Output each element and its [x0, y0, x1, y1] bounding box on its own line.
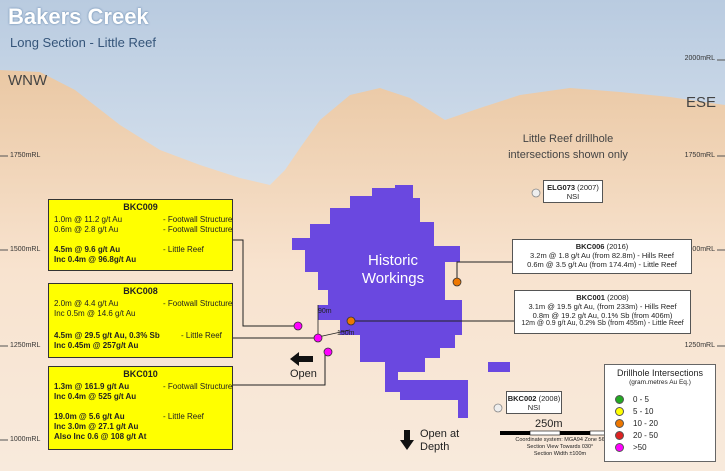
bkc009-row-1-desc: - Footwall Structure — [163, 215, 233, 224]
workings-fragment — [292, 238, 308, 246]
bkc010-row-3-desc: - Little Reef — [163, 412, 204, 421]
bkc008-row-1-desc: - Footwall Structure — [163, 299, 233, 308]
intersection-note: Little Reef drillhole intersections show… — [508, 133, 628, 161]
coordinate-info: Coordinate system: MGA94 Zone 56 Section… — [515, 437, 605, 457]
bkc002-box: BKC002 (2008) NSI — [506, 391, 562, 414]
drillhole-marker-bkc006 — [452, 277, 462, 287]
legend-swatch-5-10 — [615, 407, 624, 416]
bkc008-row-1: 2.0m @ 4.4 g/t Au — [54, 299, 119, 308]
scale-label: 250m — [535, 418, 563, 430]
bkc008-row-3-desc: - Little Reef — [181, 331, 222, 340]
elg073-box: ELG073 (2007) NSI — [543, 180, 603, 203]
drillhole-marker-bkc002 — [493, 403, 503, 413]
bkc009-row-2-desc: - Footwall Structure — [163, 225, 233, 234]
leader-bkc009 — [233, 239, 298, 327]
legend-swatch-10-20 — [615, 419, 624, 428]
bkc009-row-3-desc: - Little Reef — [163, 245, 204, 254]
direction-east: ESE — [686, 94, 717, 111]
legend-box: Drillhole Intersections (gram.metres Au … — [604, 364, 716, 462]
bkc010-row-1-desc: - Footwall Structure — [163, 382, 233, 391]
legend-label-gt50: >50 — [633, 443, 647, 452]
legend-label-20-50: 20 - 50 — [633, 431, 658, 440]
open-west-label: Open — [290, 368, 317, 380]
drillhole-marker-bkc010 — [323, 347, 333, 357]
rl-label-1000: 1000mRL — [10, 436, 41, 443]
scale-bar-segment — [500, 431, 530, 435]
workings-fragment-2 — [488, 362, 510, 372]
rl-label-1750-right: 1750mRL — [684, 152, 715, 159]
page-title: Bakers Creek — [8, 4, 149, 29]
rl-label-2000: 2000mRL — [684, 55, 715, 62]
legend-swatch-gt50 — [615, 443, 624, 452]
distance-150m-line — [317, 329, 351, 338]
bkc008-row-3: 4.5m @ 29.5 g/t Au, 0.3% Sb — [54, 331, 160, 340]
bkc006-box: BKC006 (2016) 3.2m @ 1.8 g/t Au (from 82… — [512, 239, 692, 274]
bkc009-results-box: BKC009 1.0m @ 11.2 g/t Au - Footwall Str… — [48, 199, 233, 271]
bkc010-row-2: Inc 0.4m @ 525 g/t Au — [54, 392, 137, 401]
open-west-arrow-icon — [290, 352, 313, 366]
bkc010-title: BKC010 — [123, 369, 158, 379]
historic-workings-label: Historic Workings — [361, 252, 425, 287]
bkc010-results-box: BKC010 1.3m @ 161.9 g/t Au - Footwall St… — [48, 366, 233, 450]
distance-150m-label: 150m — [337, 330, 355, 337]
drillhole-marker-bkc001 — [346, 316, 356, 326]
direction-west: WNW — [8, 72, 48, 89]
bkc009-row-2: 0.6m @ 2.8 g/t Au — [54, 225, 119, 234]
bkc010-row-3: 19.0m @ 5.6 g/t Au — [54, 412, 125, 421]
bkc009-row-3: 4.5m @ 9.6 g/t Au — [54, 245, 121, 254]
bkc009-title: BKC009 — [123, 202, 158, 212]
bkc009-row-4: Inc 0.4m @ 96.8g/t Au — [54, 255, 137, 264]
distance-90m-label: 90m — [318, 308, 332, 315]
bkc009-row-1: 1.0m @ 11.2 g/t Au — [54, 215, 123, 224]
open-depth-label: Open at Depth — [420, 428, 460, 453]
legend-swatch-0-5 — [615, 395, 624, 404]
historic-workings-shape — [292, 185, 468, 418]
bkc010-row-1: 1.3m @ 161.9 g/t Au — [54, 382, 130, 391]
bkc010-row-4: Inc 3.0m @ 27.1 g/t Au — [54, 422, 139, 431]
drillhole-marker-bkc008 — [313, 333, 323, 343]
leader-bkc006 — [456, 261, 512, 281]
bkc008-title: BKC008 — [123, 286, 158, 296]
bkc008-results-box: BKC008 2.0m @ 4.4 g/t Au - Footwall Stru… — [48, 283, 233, 358]
rl-label-1250-right: 1250mRL — [684, 342, 715, 349]
rl-label-1250-left: 1250mRL — [10, 342, 41, 349]
legend-label-0-5: 0 - 5 — [633, 395, 650, 404]
page-subtitle: Long Section - Little Reef — [10, 35, 156, 50]
legend-swatch-20-50 — [615, 431, 624, 440]
legend-title: Drillhole Intersections — [616, 368, 704, 378]
rl-label-1750-left: 1750mRL — [10, 152, 41, 159]
drillhole-marker-elg073 — [531, 188, 541, 198]
legend-subtitle: (gram.metres Au Eq.) — [629, 379, 691, 386]
bkc008-row-2: Inc 0.5m @ 14.6 g/t Au — [54, 309, 136, 318]
open-depth-arrow-icon — [400, 430, 414, 450]
rl-label-1500-left: 1500mRL — [10, 246, 41, 253]
rl-label-1500-right: 1500mRL — [684, 246, 715, 253]
drillhole-marker-bkc009 — [293, 321, 303, 331]
bkc010-row-5: Also Inc 0.6 @ 108 g/t At — [54, 432, 147, 441]
bkc001-box: BKC001 (2008) 3.1m @ 19.5 g/t Au, (from … — [514, 290, 691, 334]
bkc008-row-4: Inc 0.45m @ 257g/t Au — [54, 341, 139, 350]
leader-bkc010 — [233, 352, 326, 386]
legend-label-5-10: 5 - 10 — [633, 407, 654, 416]
legend-label-10-20: 10 - 20 — [633, 419, 658, 428]
